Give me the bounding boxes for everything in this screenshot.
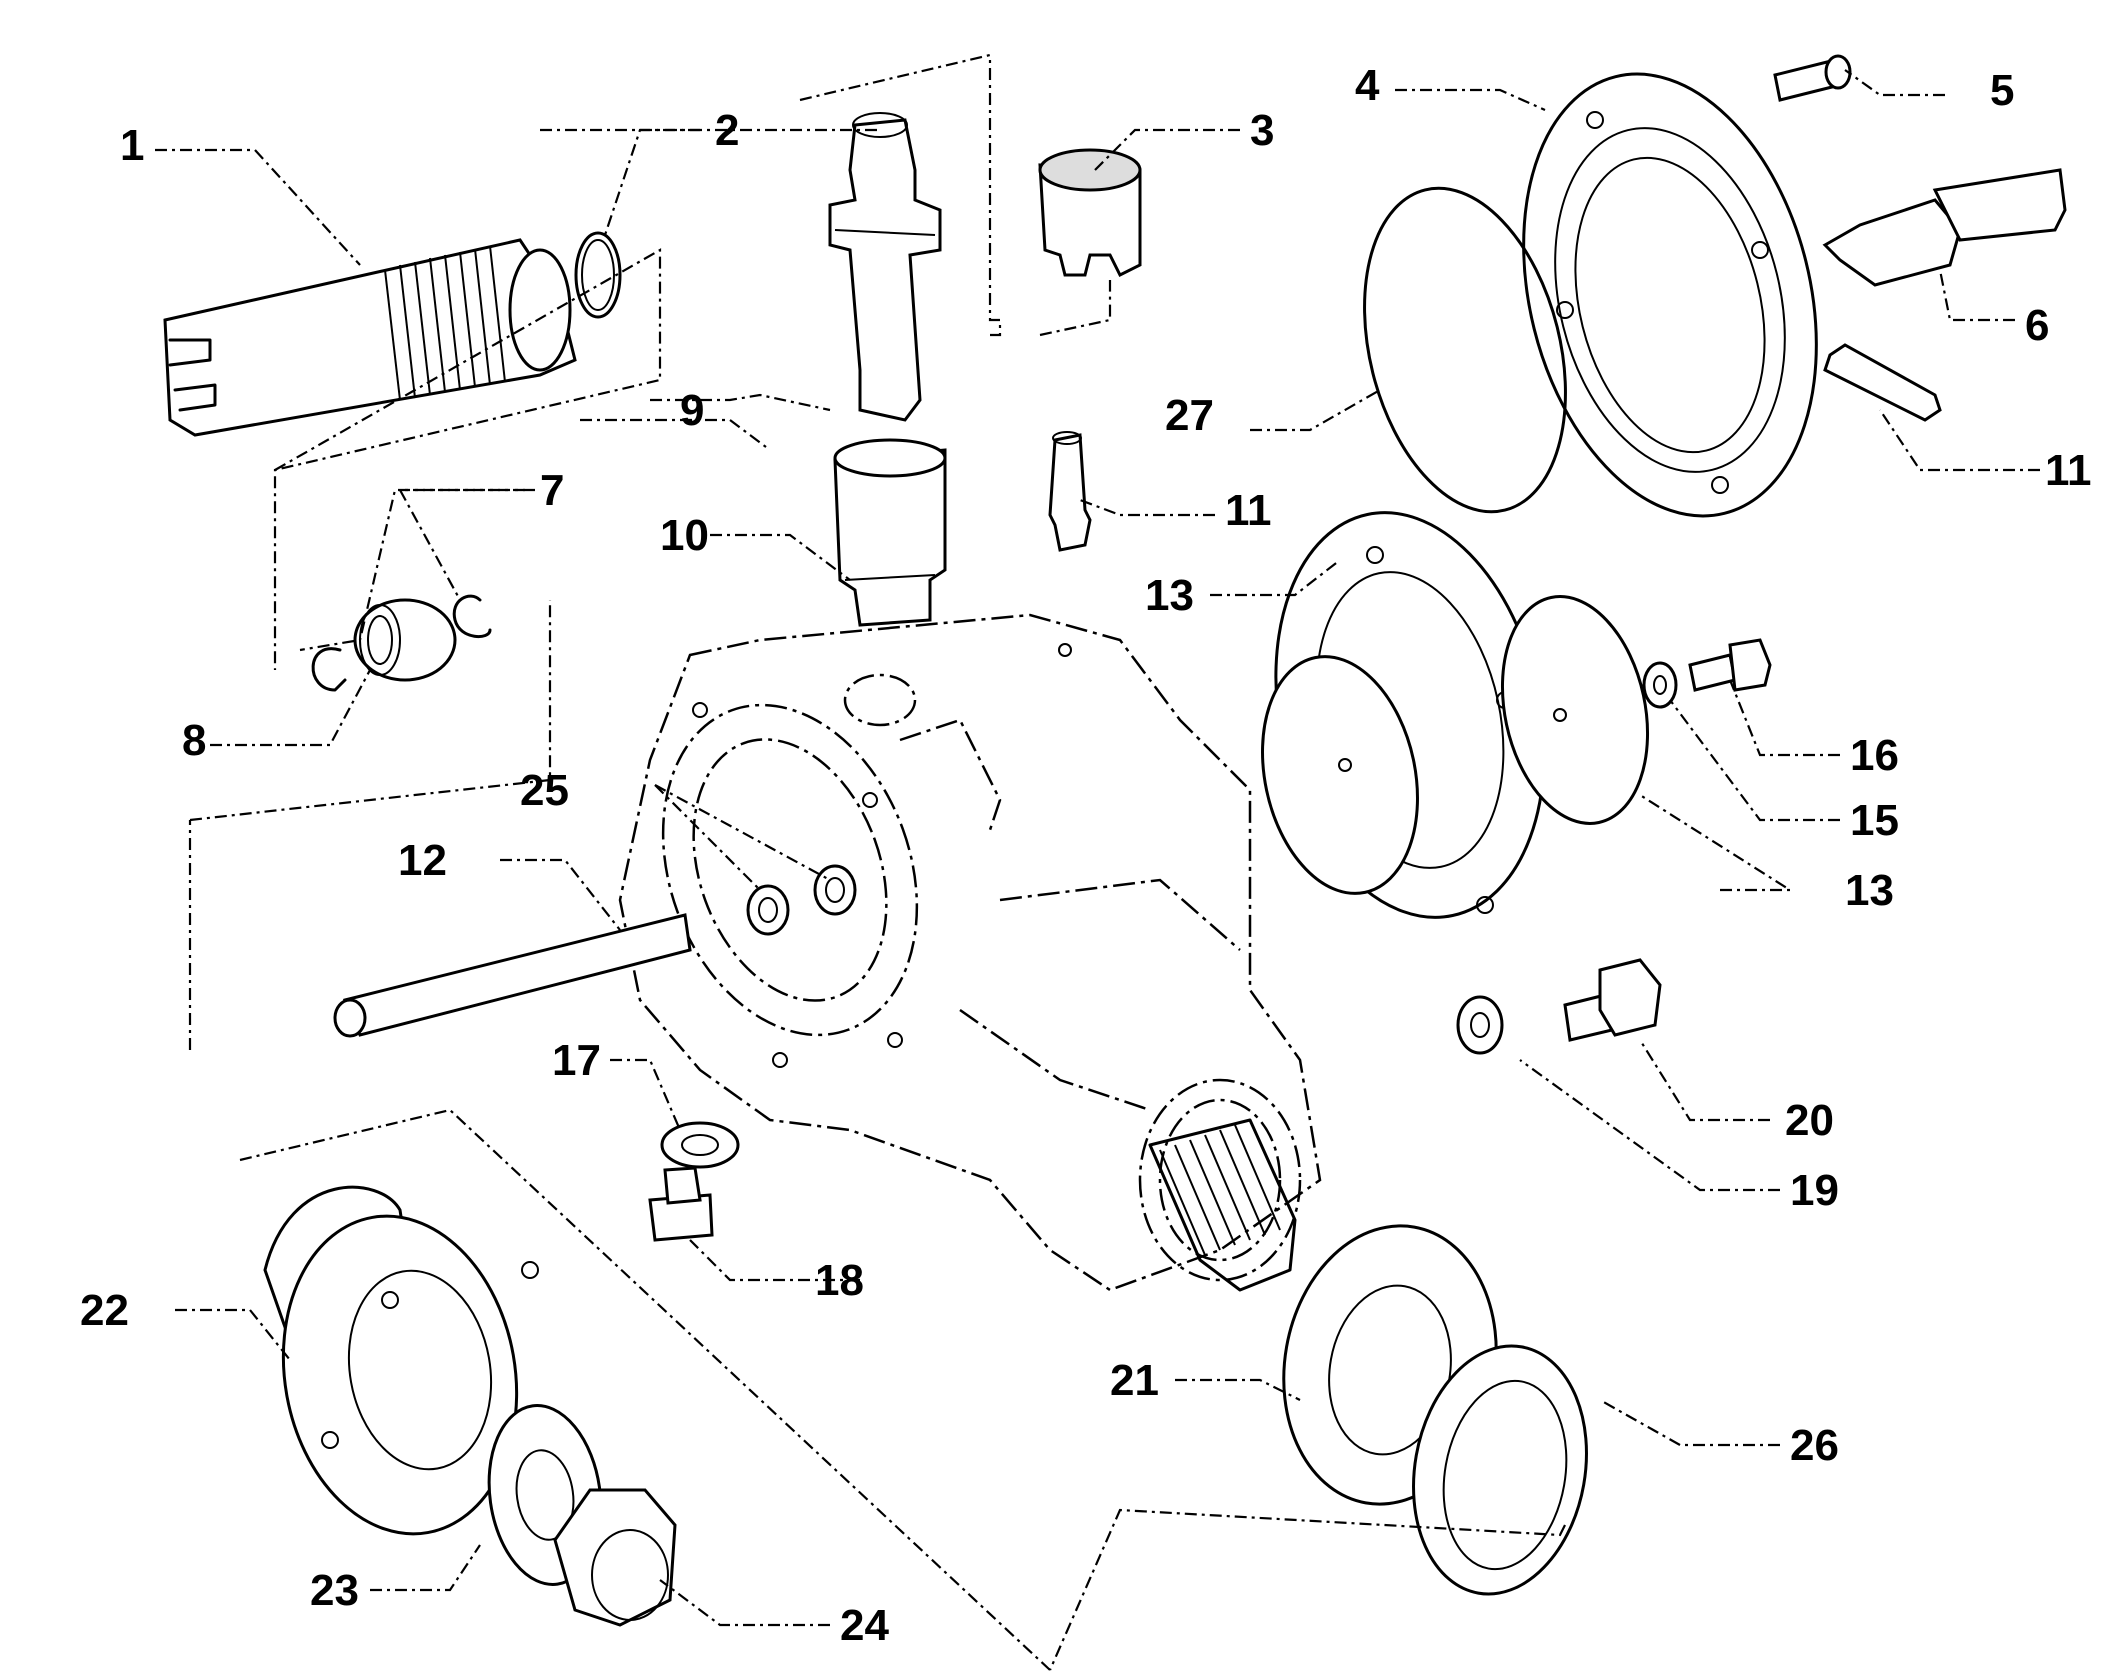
label-18: 18 — [815, 1256, 864, 1305]
label-12: 12 — [398, 836, 447, 885]
label-23: 23 — [310, 1566, 359, 1615]
label-13-lower: 13 — [1845, 866, 1894, 915]
part-18-plug — [648, 1166, 714, 1242]
label-25: 25 — [520, 766, 569, 815]
part-27-gasket — [1363, 186, 1567, 514]
part-8-bearing — [353, 598, 457, 682]
label-19: 19 — [1790, 1166, 1839, 1215]
label-10: 10 — [660, 511, 709, 560]
part-19-washer — [1456, 995, 1504, 1055]
label-8: 8 — [182, 716, 206, 765]
label-11-centre: 11 — [1225, 486, 1272, 535]
label-27: 27 — [1165, 391, 1214, 440]
label-20: 20 — [1785, 1096, 1834, 1145]
part-25-washers — [746, 864, 857, 936]
housing — [618, 613, 1322, 1292]
label-13-upper: 13 — [1145, 571, 1194, 620]
part-3-cap — [1038, 148, 1142, 278]
label-21: 21 — [1110, 1356, 1159, 1405]
part-9-speedo-drive — [828, 112, 942, 422]
label-24: 24 — [840, 1601, 889, 1650]
label-4: 4 — [1355, 61, 1380, 110]
part-24-nut — [553, 1488, 677, 1627]
part-13-gasket-a — [1261, 655, 1419, 895]
part-26-seal — [1412, 1344, 1588, 1596]
part-11-breather-centre — [1048, 431, 1092, 552]
part-2-ring — [574, 231, 622, 319]
part-4-cover — [1522, 72, 1818, 518]
label-5: 5 — [1990, 66, 2014, 115]
part-6-switch — [1822, 168, 2067, 287]
label-3: 3 — [1250, 106, 1274, 155]
part-17-washer — [660, 1121, 740, 1169]
part-16-bolt — [1688, 638, 1772, 692]
part-11-stud-right — [1823, 343, 1942, 422]
label-22: 22 — [80, 1286, 129, 1335]
part-7-circlips — [311, 594, 492, 692]
part-10-bush — [833, 438, 947, 627]
callout-labels: 1 2 3 4 5 6 7 8 9 10 11 11 12 13 13 15 1… — [80, 61, 2092, 1650]
label-1: 1 — [120, 121, 144, 170]
part-20-plug — [1563, 958, 1662, 1042]
label-11-right: 11 — [2045, 446, 2092, 495]
label-26: 26 — [1790, 1421, 1839, 1470]
leader-lines — [155, 53, 2040, 1671]
label-6: 6 — [2025, 301, 2049, 350]
part-1-splined-sleeve — [163, 238, 577, 437]
label-7: 7 — [540, 466, 564, 515]
label-2: 2 — [715, 106, 739, 155]
part-15-washer — [1642, 661, 1678, 709]
part-22-flange — [263, 1185, 539, 1536]
part-12-shaft — [333, 913, 692, 1038]
label-16: 16 — [1850, 731, 1899, 780]
part-5-screw — [1773, 54, 1852, 102]
label-9: 9 — [680, 386, 704, 435]
label-17: 17 — [552, 1036, 601, 1085]
label-15: 15 — [1850, 796, 1899, 845]
part-13-gasket-b — [1500, 595, 1650, 825]
